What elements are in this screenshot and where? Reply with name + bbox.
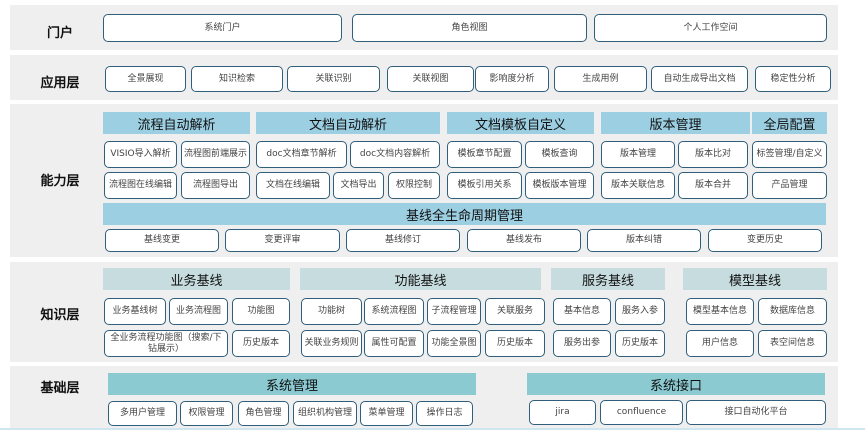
layer-item: 权限控制 [388, 172, 440, 199]
layer-item: 功能图 [232, 298, 290, 325]
layer-item: 流程图导出 [181, 172, 250, 199]
group-header: 系统接口 [527, 373, 825, 395]
layer-item: 业务基线树 [104, 298, 166, 325]
layer-item: 子流程管理 [427, 298, 481, 325]
layer-item: 角色管理 [238, 401, 289, 426]
layer-item: 操作日志 [416, 401, 473, 426]
layer-item: 版本管理 [601, 141, 675, 168]
layer-item: 模板版本管理 [525, 172, 594, 199]
layer-item: doc文档章节解析 [256, 141, 347, 168]
layer-item: 组织机构管理 [293, 401, 357, 426]
layer-item: 个人工作空间 [594, 14, 827, 42]
group-header: 业务基线 [103, 268, 290, 290]
group-header: 文档模板自定义 [447, 112, 594, 134]
layer-item: 关联视图 [387, 66, 474, 92]
layer-item: 生成用例 [554, 66, 647, 92]
layer-item: 版本关联信息 [601, 172, 675, 199]
layer-item: 业务流程图 [169, 298, 228, 325]
layer-item: 版本纠错 [587, 229, 701, 252]
layer-item: 自动生成导出文档 [651, 66, 748, 92]
layer-item: 变更评审 [225, 229, 340, 252]
layer-item: 权限管理 [180, 401, 233, 426]
layer-item: VISIO导入解析 [104, 141, 177, 168]
layer-item: 基线修订 [346, 229, 460, 252]
layer-item: 流程图前端展示 [181, 141, 250, 168]
layer-item: 基线发布 [467, 229, 581, 252]
layer-item: 标签管理/自定义 [752, 141, 827, 168]
layer-item: 功能树 [301, 298, 362, 325]
layer-item: 系统门户 [103, 14, 342, 42]
layer-item: 模型基本信息 [686, 298, 754, 325]
group-header: 文档自动解析 [256, 112, 440, 134]
layer-item: 变更历史 [708, 229, 822, 252]
layer-item: confluence [600, 400, 683, 425]
layer-label-knowledge: 知识层 [40, 308, 80, 323]
layer-item: 服务入参 [615, 298, 665, 325]
group-header: 模型基线 [683, 268, 827, 290]
layer-item: doc文档内容解析 [350, 141, 440, 168]
layer-item: 版本比对 [678, 141, 748, 168]
layer-item: 历史版本 [485, 330, 545, 357]
layer-item: 知识检索 [191, 66, 283, 92]
lifecycle-header: 基线全生命周期管理 [103, 203, 826, 225]
group-header: 服务基线 [551, 268, 665, 290]
bottom-edge-decoration [0, 428, 865, 430]
layer-item: 全业务流程功能图（搜索/下钻展示） [104, 330, 228, 357]
layer-item: 关联服务 [485, 298, 545, 325]
layer-item: 历史版本 [232, 330, 290, 357]
layer-label-foundation: 基础层 [40, 381, 80, 396]
layer-item: 流程图在线编辑 [104, 172, 177, 199]
layer-item: 系统流程图 [364, 298, 424, 325]
group-header: 功能基线 [300, 268, 541, 290]
group-header: 系统管理 [108, 373, 476, 395]
layer-item: 文档导出 [333, 172, 384, 199]
layer-item: 功能全景图 [427, 330, 481, 357]
layer-item: 模板章节配置 [447, 141, 522, 168]
layer-item: 基本信息 [553, 298, 611, 325]
layer-item: 关联业务规则 [301, 330, 362, 357]
layer-item: 历史版本 [615, 330, 665, 357]
layer-item: 模板引用关系 [447, 172, 522, 199]
layer-item: 模板查询 [525, 141, 594, 168]
layer-item: 用户信息 [686, 330, 754, 357]
layer-label-portal: 门户 [46, 26, 73, 41]
layer-item: 接口自动化平台 [686, 400, 826, 425]
layer-label-capability: 能力层 [40, 174, 80, 189]
layer-item: jira [529, 400, 596, 425]
layer-item: 属性可配置 [364, 330, 424, 357]
layer-item: 全景展现 [105, 66, 186, 92]
layer-item: 影响度分析 [475, 66, 549, 92]
layer-item: 角色视图 [352, 14, 587, 42]
layer-item: 文档在线编辑 [256, 172, 330, 199]
group-header: 流程自动解析 [103, 112, 250, 134]
layer-item: 数据库信息 [758, 298, 827, 325]
layer-item: 表空间信息 [758, 330, 827, 357]
group-header: 版本管理 [601, 112, 750, 134]
layer-item: 产品管理 [752, 172, 827, 199]
layer-item: 服务出参 [553, 330, 611, 357]
layer-item: 稳定性分析 [755, 66, 831, 92]
layer-item: 关联识别 [287, 66, 380, 92]
layer-item: 版本合并 [678, 172, 748, 199]
layer-item: 多用户管理 [108, 401, 177, 426]
layer-item: 菜单管理 [360, 401, 413, 426]
layer-item: 基线变更 [105, 229, 219, 252]
layer-label-application: 应用层 [40, 76, 80, 91]
group-header: 全局配置 [752, 112, 827, 134]
